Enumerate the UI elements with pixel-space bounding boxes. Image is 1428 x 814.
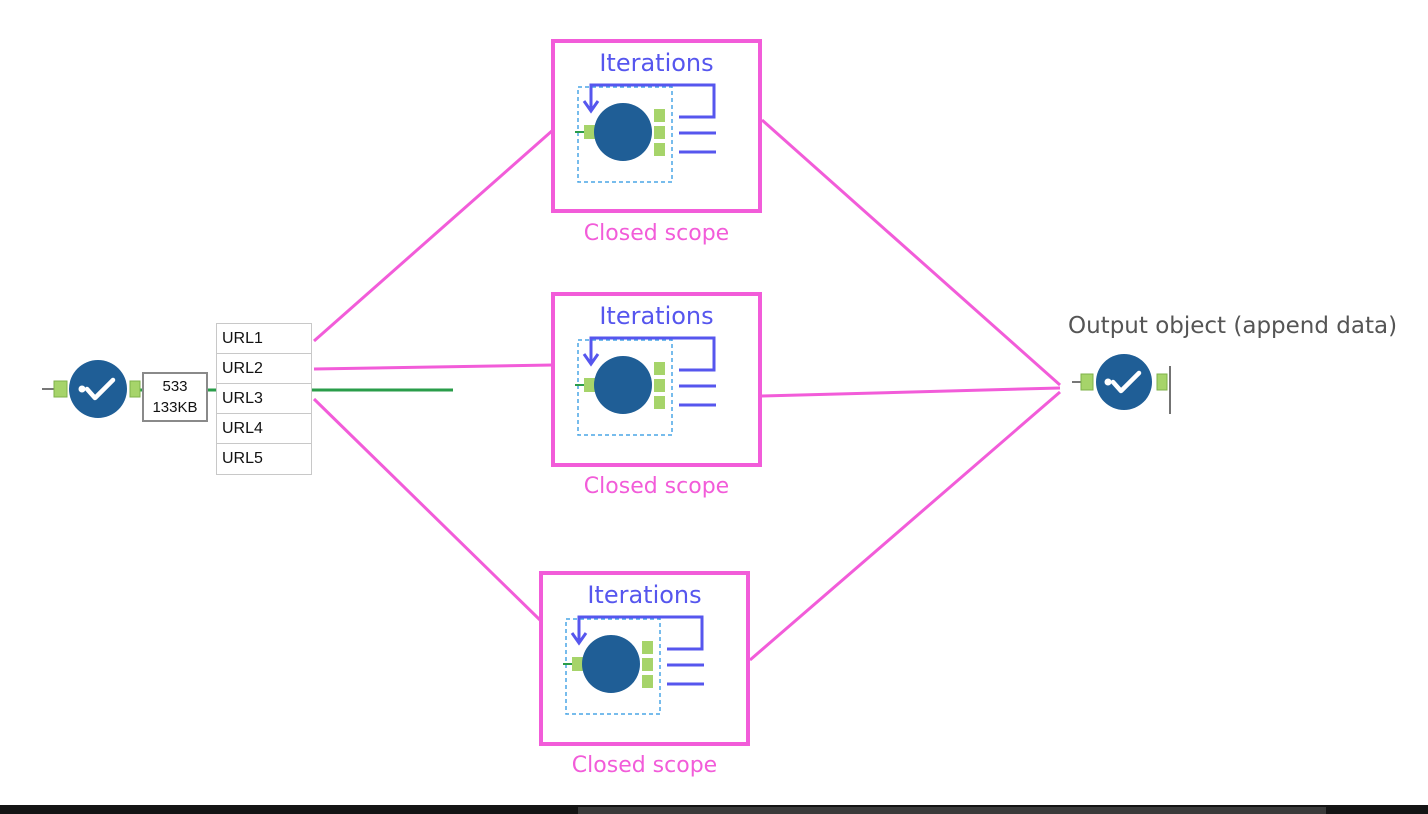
url-row-3[interactable]: URL3 [217, 384, 311, 414]
url-row-4[interactable]: URL4 [217, 414, 311, 444]
iteration-macro-2[interactable]: Iterations [551, 292, 762, 467]
url-row-5[interactable]: URL5 [222, 450, 263, 467]
output-anchor-left[interactable] [1080, 373, 1094, 391]
output-object-label: Output object (append data) [1068, 313, 1398, 339]
connector-macro2-output [761, 386, 1061, 398]
record-count: 533 [162, 378, 188, 395]
iterations-title: Iterations [599, 302, 714, 330]
output-tool[interactable] [1072, 354, 1171, 414]
check-circle-icon [1096, 354, 1152, 410]
iteration-macro-1[interactable]: Iterations [551, 39, 762, 213]
connector-url2-macro2 [313, 363, 554, 371]
macro-circle-icon [563, 615, 704, 715]
url-list-table: URL1 URL2 URL3 URL4 URL5 [216, 323, 312, 475]
horizontal-scrollbar-thumb[interactable] [578, 807, 1326, 814]
url-row-2[interactable]: URL2 [217, 354, 311, 384]
record-size: 133KB [152, 399, 198, 416]
connector-macro3-output [749, 390, 1061, 662]
iterations-title: Iterations [587, 581, 702, 609]
input-tool[interactable] [42, 360, 141, 418]
input-anchor-right[interactable] [129, 380, 141, 398]
connector-url3-macro3 [312, 397, 542, 622]
closed-scope-label: Closed scope [571, 753, 718, 778]
iterations-title: Iterations [599, 49, 714, 77]
input-anchor-left[interactable] [53, 380, 68, 398]
macro-circle-icon [575, 336, 716, 436]
iteration-macro-3[interactable]: Iterations [539, 571, 750, 746]
url-row-1[interactable]: URL1 [217, 324, 311, 354]
record-count-badge: 533 133KB [142, 372, 208, 422]
output-anchor-right[interactable] [1156, 373, 1168, 391]
check-circle-icon [69, 360, 127, 418]
closed-scope-label: Closed scope [583, 474, 730, 499]
connector-macro1-output [761, 118, 1061, 387]
closed-scope-label: Closed scope [583, 221, 730, 246]
connector-url1-macro1 [313, 128, 554, 343]
macro-circle-icon [575, 83, 716, 183]
